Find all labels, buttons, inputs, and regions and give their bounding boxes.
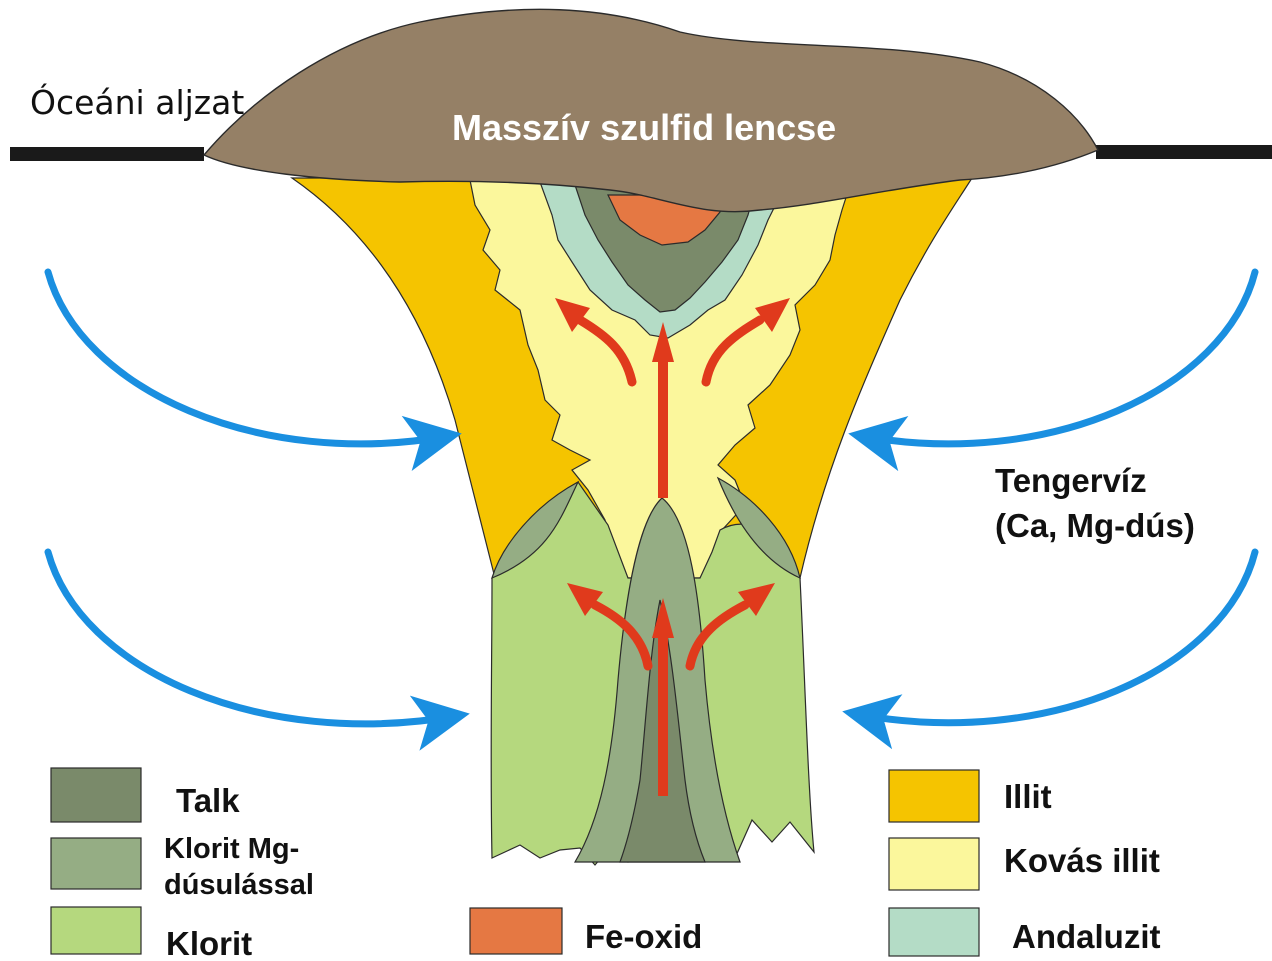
seafloor-line-left (10, 147, 204, 161)
seawater-label-line1: Tengervíz (995, 462, 1147, 499)
seawater-label-line2: (Ca, Mg-dús) (995, 507, 1195, 544)
legend-label-illit: Illit (1004, 778, 1052, 815)
legend-swatch-klorit-mg (51, 838, 141, 889)
seawater-arrow-lower-right (856, 552, 1255, 723)
seawater-arrow-upper-left (48, 272, 448, 444)
legend-label-andaluzit: Andaluzit (1012, 918, 1160, 955)
legend-swatch-andaluzit (889, 908, 979, 956)
seawater-arrow-lower-left (48, 552, 456, 724)
legend-swatch-klorit (51, 907, 141, 954)
legend-swatch-kovas-illit (889, 838, 979, 890)
seawater-arrow-upper-right (862, 272, 1255, 444)
ocean-floor-label: Óceáni aljzat (30, 82, 244, 122)
legend-label-klorit: Klorit (166, 925, 252, 961)
legend-label-fe-oxid: Fe-oxid (585, 918, 702, 955)
legend-label-kovas-illit: Kovás illit (1004, 842, 1160, 879)
legend-label-klorit-mg-line2: dúsulással (164, 869, 314, 901)
legend-swatch-fe-oxid (470, 908, 562, 954)
legend-swatch-illit (889, 770, 979, 822)
legend-swatch-talk (51, 768, 141, 822)
seafloor-line-right (1096, 145, 1272, 159)
legend-label-klorit-mg-line1: Klorit Mg- (164, 833, 299, 865)
sulfide-lens-label: Masszív szulfid lencse (452, 107, 836, 148)
legend-label-talk: Talk (176, 782, 240, 819)
